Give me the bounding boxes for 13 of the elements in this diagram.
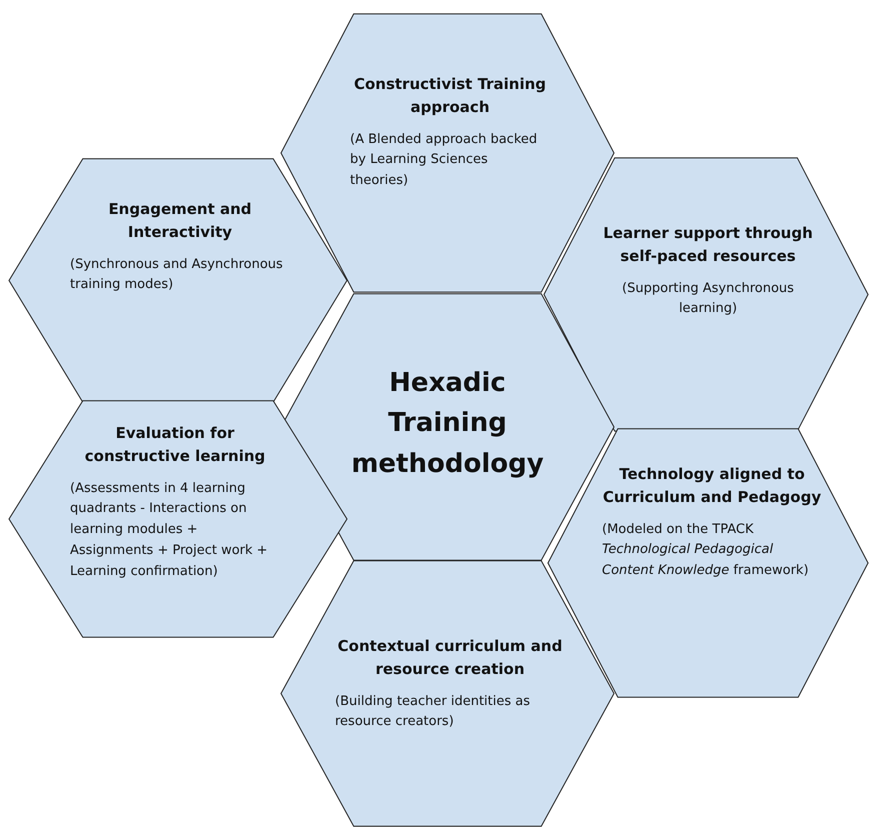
hexagon-description: (Synchronous and Asynchronous training modes) [70,256,284,294]
central-title: Hexadic Training methodology [350,367,545,481]
hexagon-description: (Building teacher identities as resource creators) [335,692,532,732]
hexagon-description: (A Blended approach backed by Learning Sciences theories) [350,130,538,190]
hexagon-heading: Constructivist Training approach [352,74,548,118]
hexagon-description: (Modeled on the TPACK Technological Pedagogical Content Knowledge framework) [602,520,810,580]
hexagon-heading: Evaluation for constructive learning [84,423,266,468]
hexagon-heading: Learner support through self-paced resources [603,223,813,268]
hexagon-description: (Supporting Asynchronous learning) [621,280,795,318]
hexagon-heading: Contextual curriculum and resource creation [336,636,564,680]
hexagon-heading: Engagement and Interactivity [107,199,253,244]
hexagon-heading: Technology aligned to Curriculum and Pedagogy [602,464,822,508]
hexagon-description: (Assessments in 4 learning quadrants - Interactions on learning modules + Assignments + Project work + Learning confirmation) [70,480,269,581]
